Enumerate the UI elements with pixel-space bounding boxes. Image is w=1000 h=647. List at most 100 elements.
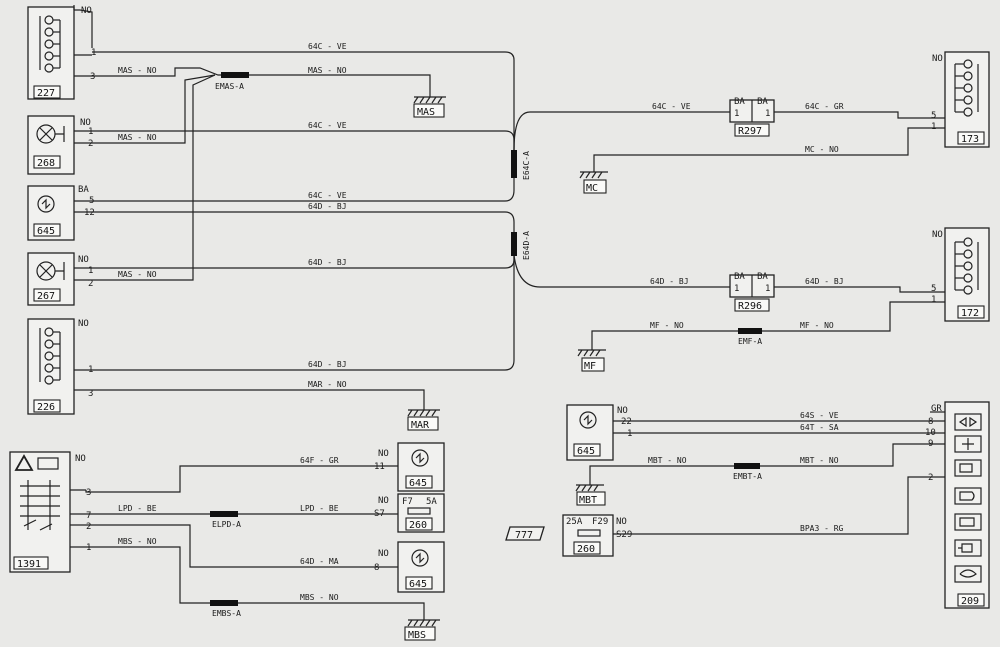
- component-id-645-d: 645: [409, 579, 427, 590]
- component-id-260-b: 260: [577, 544, 595, 555]
- pin-no: NO: [75, 454, 86, 464]
- pin-1: 1: [931, 122, 936, 132]
- pin-ba: BA: [757, 272, 768, 282]
- lamp-array-icon: [954, 237, 979, 295]
- wire-label: 64C - VE: [308, 191, 347, 200]
- wire-label: MF - NO: [650, 321, 684, 330]
- pin-1: 1: [91, 48, 96, 58]
- pin-3: 3: [86, 488, 91, 498]
- svg-text:MAS: MAS: [417, 107, 435, 118]
- pin-no: NO: [78, 255, 89, 265]
- wire-label: 64T - SA: [800, 423, 839, 432]
- splice-label-e64c: E64C-A: [522, 151, 531, 180]
- wire-label: LPD - BE: [118, 504, 157, 513]
- component-173: 173 NO 5 1: [931, 51, 990, 148]
- lamp-array-icon: [39, 15, 61, 73]
- pin-2: 2: [88, 279, 93, 289]
- wire-label: MAS - NO: [118, 133, 157, 142]
- splice-label-embs: EMBS-A: [212, 609, 241, 618]
- component-172: 172 NO 5 1: [931, 227, 990, 322]
- pin-1: 1: [734, 284, 739, 294]
- pin-ba: BA: [78, 185, 89, 195]
- wire-label: MAR - NO: [308, 380, 347, 389]
- component-id-r297: R297: [738, 126, 762, 137]
- ground-mbs: MBS: [404, 619, 440, 641]
- component-777: 777: [505, 526, 545, 541]
- ground-mar: MAR: [407, 409, 440, 431]
- wire-label: BPA3 - RG: [800, 524, 844, 533]
- component-id-172: 172: [961, 308, 979, 319]
- splice-emf: [738, 328, 762, 334]
- pin-5: 5: [931, 111, 936, 121]
- pin-1: 1: [88, 266, 93, 276]
- component-645-c: 645 NO 11: [374, 442, 445, 492]
- fuse-rating-5a: 5A: [426, 497, 437, 507]
- pin-1: 1: [88, 127, 93, 137]
- component-209: 209 GR 8 10 9 2: [925, 401, 990, 609]
- component-id-r296: R296: [738, 301, 762, 312]
- svg-text:MBS: MBS: [408, 630, 426, 641]
- splice-e64c: [511, 150, 517, 178]
- lamp-icon: [36, 124, 65, 144]
- fuse-rating-25a: 25A: [566, 517, 583, 527]
- wire-label: 64D - BJ: [650, 277, 689, 286]
- component-id-777: 777: [515, 530, 533, 541]
- pin-ba: BA: [734, 272, 745, 282]
- pin-no: NO: [80, 118, 91, 128]
- wire-labels: 64C - VE MAS - NO MAS - NO 64C - VE MAS …: [118, 42, 844, 602]
- pin-no: NO: [378, 496, 389, 506]
- component-id-645-b: 645: [577, 446, 595, 457]
- pin-s29: S29: [616, 530, 632, 540]
- pin-1: 1: [765, 109, 770, 119]
- wire-label: 64D - BJ: [805, 277, 844, 286]
- component-226: 226 NO 1 3: [27, 318, 93, 415]
- lamp-icon: [36, 261, 65, 281]
- component-id-1391: 1391: [17, 559, 41, 570]
- wire-label: 64C - VE: [308, 42, 347, 51]
- component-id-267: 267: [37, 291, 55, 302]
- splice-emas: [221, 72, 249, 78]
- wire-label: MF - NO: [800, 321, 834, 330]
- pin-2: 2: [928, 473, 933, 483]
- pin-2: 2: [88, 139, 93, 149]
- component-645-a: 645 BA 5 12: [27, 185, 95, 241]
- pin-1: 1: [86, 543, 91, 553]
- grounds: MAS MAR MBS MC MF MBT: [404, 96, 608, 641]
- pin-no: NO: [932, 230, 943, 240]
- component-id-227: 227: [37, 88, 55, 99]
- wire-label: MBT - NO: [648, 456, 687, 465]
- splice-label-emf: EMF-A: [738, 337, 762, 346]
- lamp-array-icon: [39, 327, 61, 385]
- component-267: 267 NO 1 2: [27, 252, 93, 306]
- fuse-id-f29: F29: [592, 517, 608, 527]
- wire-label: 64C - VE: [652, 102, 691, 111]
- wire-label: MAS - NO: [118, 270, 157, 279]
- component-id-268: 268: [37, 158, 55, 169]
- indicator-panel-icons: [954, 413, 982, 583]
- ground-mas: MAS: [413, 96, 446, 118]
- pin-1: 1: [627, 429, 632, 439]
- pin-no: NO: [378, 449, 389, 459]
- svg-text:MC: MC: [586, 183, 598, 194]
- splice-label-emas: EMAS-A: [215, 82, 244, 91]
- fuse-id-f7: F7: [402, 497, 413, 507]
- wire-label: 64S - VE: [800, 411, 839, 420]
- splice-e64d: [511, 232, 517, 256]
- component-id-226: 226: [37, 402, 55, 413]
- pin-22: 22: [621, 417, 632, 427]
- pin-ba: BA: [734, 97, 745, 107]
- pin-no: NO: [616, 517, 627, 527]
- svg-text:MAR: MAR: [411, 420, 430, 431]
- pin-1: 1: [734, 109, 739, 119]
- component-id-209: 209: [961, 596, 979, 607]
- pin-no: NO: [78, 319, 89, 329]
- component-227: 227 NO 1 3: [27, 5, 96, 100]
- ground-mf: MF: [577, 349, 606, 372]
- relay-icon: [411, 449, 429, 467]
- component-id-645-a: 645: [37, 226, 55, 237]
- splices: EMAS-A E64C-A E64D-A EMF-A ELPD-A EMBT-A…: [210, 72, 762, 618]
- pin-no: NO: [378, 549, 389, 559]
- pin-1: 1: [765, 284, 770, 294]
